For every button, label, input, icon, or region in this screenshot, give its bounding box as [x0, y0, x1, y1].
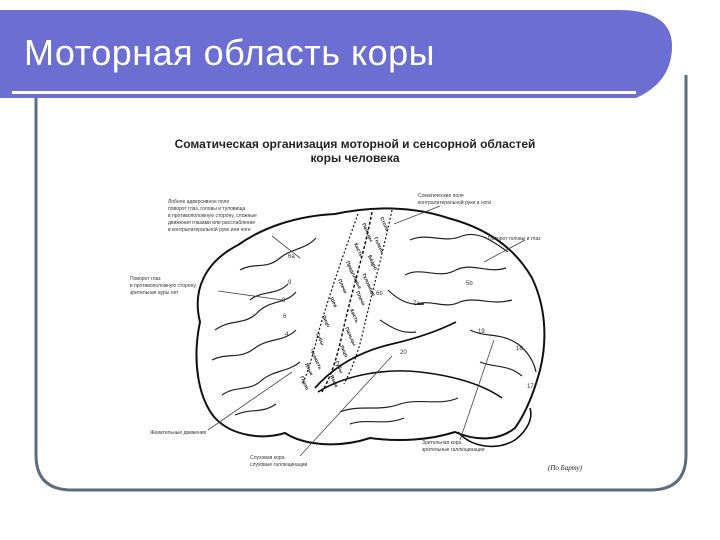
- sensory-label: Кисть: [348, 308, 360, 324]
- area-number: 9: [288, 280, 292, 286]
- callout-line: в противоположную сторону, сложные: [168, 213, 257, 219]
- callout-line: Лобное адверсивное поле: [168, 199, 229, 205]
- callout-auditory-cortex: Слуховая кора, слуховые галлюцинации: [250, 455, 307, 468]
- figure-title-line2: коры человека: [310, 151, 400, 165]
- area-number: 18: [516, 346, 523, 352]
- motor-label: Язык: [303, 362, 314, 377]
- area-number: 6a: [288, 254, 295, 260]
- callout-line: слуховые галлюцинации: [250, 462, 307, 468]
- callout-somatic-fields: Соматические поля контралатеральной руки…: [418, 193, 491, 206]
- motor-label: Кисть: [352, 242, 364, 258]
- cerebellum: [457, 407, 532, 448]
- brain-outline: [195, 207, 546, 446]
- callout-line: зрительные галлюцинации: [422, 447, 485, 453]
- figure-title-line1: Соматическая организация моторной и сенс…: [174, 137, 536, 151]
- figure-credit: (По Барту): [548, 464, 583, 472]
- precentral-boundary: [301, 213, 359, 386]
- area-number: 6: [283, 314, 287, 320]
- callout-line: контралатеральной руки и ноги: [418, 199, 491, 206]
- callout-line: зрительная ауры нет: [130, 290, 179, 296]
- sensory-label: Стопа: [378, 216, 390, 232]
- callout-line: в контралатеральной руке или ноге: [168, 226, 251, 233]
- area-number: 6b: [376, 291, 383, 297]
- area-number: 8: [282, 298, 286, 304]
- callout-chewing: Жевательные движения: [150, 430, 207, 436]
- callout-frontal-adversive: Лобное адверсивное поле поворот глаз, го…: [168, 199, 257, 233]
- area-number: 7a: [413, 301, 420, 307]
- callout-visual-cortex: Зрительная кора, зрительные галлюцинации: [422, 440, 485, 453]
- content-frame: [34, 75, 688, 492]
- callout-line: движения глазами или расслабление: [168, 220, 255, 226]
- callout-line: Зрительная кора,: [422, 440, 463, 446]
- slide-title: Моторная область коры: [24, 32, 436, 73]
- callout-line: Жевательные движения: [150, 430, 207, 436]
- header-underline: [12, 91, 636, 94]
- area-number: 5b: [466, 281, 473, 287]
- gyri: [211, 233, 537, 425]
- callout-line: поворот глаз, головы и туловища: [168, 206, 245, 212]
- header-bar: [0, 10, 672, 98]
- leader-lines: [207, 205, 526, 457]
- sensory-label: Плечо: [354, 290, 366, 306]
- motor-label: Плечо: [336, 278, 348, 294]
- callout-line: Слуховая кора,: [250, 455, 286, 461]
- area-number: 19: [478, 329, 485, 335]
- callout-line: Соматические поля: [418, 193, 464, 199]
- central-sulcus: [321, 211, 373, 393]
- motor-label: Лицо: [320, 314, 331, 328]
- postcentral-boundary: [343, 209, 393, 385]
- motor-label: Горло: [298, 375, 310, 391]
- sensory-label: Губы: [333, 360, 345, 375]
- sensory-label: Язык: [328, 374, 339, 389]
- callout-line: Поворот глаз: [130, 276, 161, 282]
- area-number: 4: [285, 332, 289, 338]
- area-number: 17: [527, 384, 534, 390]
- callout-line: в противоположную сторону,: [130, 283, 197, 289]
- callout-head-eye-turn: Поворот головы и глаз: [488, 236, 541, 242]
- sensory-strip: Стопа Голень Бедро Туловище Плечо Кисть …: [328, 216, 390, 389]
- area-number: 20: [400, 350, 407, 356]
- motor-label: Губы: [314, 332, 326, 347]
- callout-eye-turn: Поворот глаз в противоположную сторону, …: [130, 276, 197, 296]
- sensory-label: Лицо: [338, 344, 349, 358]
- motor-label: Шея: [328, 296, 338, 308]
- callout-line: Поворот головы и глаз: [488, 236, 541, 242]
- temporal-lobe-outline: [317, 370, 503, 399]
- lateral-sulcus: [314, 321, 457, 389]
